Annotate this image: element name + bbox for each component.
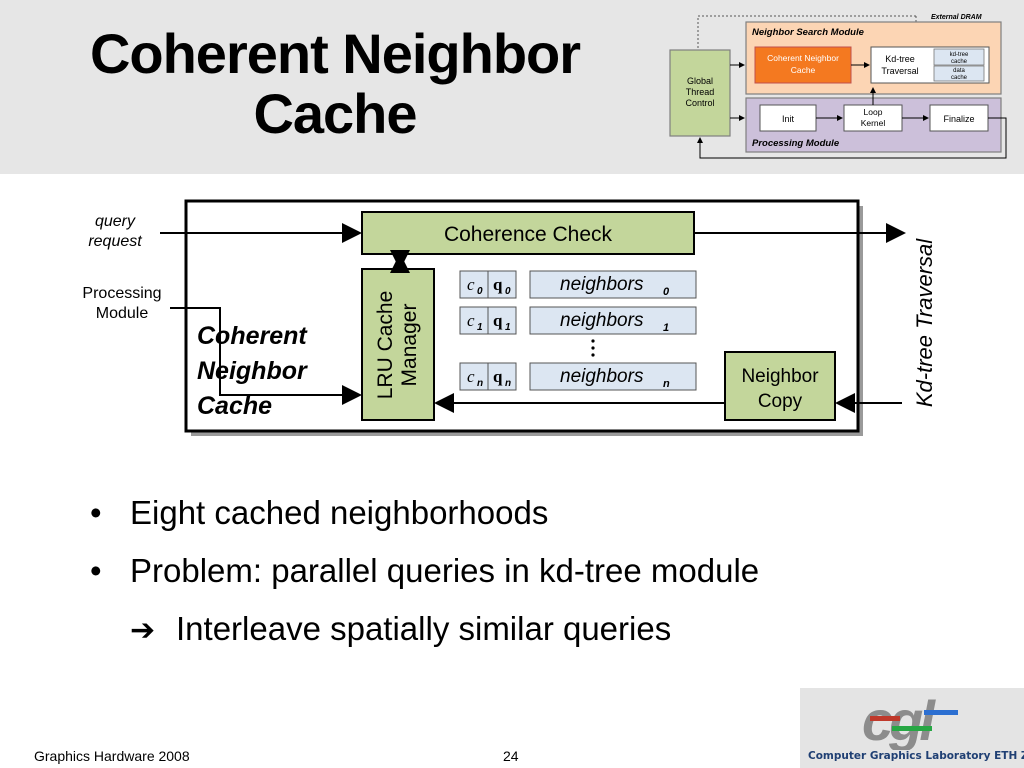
neighbor-copy-block [724, 351, 836, 421]
bullet-item: • Problem: parallel queries in kd-tree m… [90, 542, 970, 600]
lru-cache-manager-label-2: Manager [398, 304, 421, 387]
coherent-neighbor-cache-diagram: query request Processing Module Coherenc… [82, 199, 937, 436]
cache-row: c 0 q 0 neighbors 0 [459, 270, 697, 299]
q-label: q [493, 311, 503, 330]
init-label: Init [782, 114, 795, 124]
c-label: c [467, 367, 475, 386]
title-line-2: Cache [253, 82, 417, 145]
neighbors-subscript: 0 [663, 286, 670, 298]
q-subscript: 0 [505, 286, 511, 297]
c-subscript: 1 [477, 322, 483, 333]
logo-stripe-blue [924, 710, 958, 715]
query-request-label-1: query [95, 213, 136, 230]
c-label: c [467, 275, 475, 294]
cgl-logo-panel: cgl Computer Graphics Laboratory ETH Zur… [800, 688, 1024, 768]
logo-caption: Computer Graphics Laboratory ETH Zurich [808, 750, 1024, 762]
global-thread-control-label-1: Global [687, 76, 713, 86]
neighbor-search-module-label: Neighbor Search Module [752, 27, 865, 38]
neighbor-copy-label-2: Copy [758, 391, 803, 412]
coherent-neighbor-cache-label-1: Coherent Neighbor [767, 53, 839, 63]
bullet-marker: • [90, 552, 102, 589]
right-arrow-icon: ➔ [130, 614, 156, 647]
bullet-marker: • [90, 494, 102, 531]
neighbors-cell [529, 270, 697, 299]
coherent-neighbor-cache-block [754, 46, 852, 84]
processing-module-arrow [170, 307, 362, 405]
q-cell [487, 362, 517, 391]
c-subscript: n [477, 378, 483, 389]
q-subscript: 1 [505, 322, 511, 333]
c-subscript: 0 [477, 286, 483, 297]
sub-bullet-item: ➔ Interleave spatially similar queries [90, 600, 970, 660]
global-thread-control-label-3: Control [685, 98, 714, 108]
q-subscript: n [505, 378, 511, 389]
cache-title-line-1: Coherent [197, 322, 308, 350]
q-cell [487, 306, 517, 335]
title-line-1: Coherent Neighbor [89, 22, 581, 85]
neighbors-label: neighbors [560, 310, 644, 331]
finalize-block [929, 104, 989, 132]
kd-tree-traversal-label: Kd-tree Traversal [912, 238, 937, 407]
footer-conference: Graphics Hardware 2008 [34, 748, 190, 764]
kd-tree-traversal-label-1: Kd-tree [885, 54, 915, 64]
c-cell [459, 306, 489, 335]
external-dram-link [697, 15, 916, 48]
neighbor-copy-label-1: Neighbor [741, 366, 819, 387]
finalize-label: Finalize [943, 114, 974, 124]
cache-row: c 1 q 1 neighbors 1 [459, 306, 697, 335]
neighbors-label: neighbors [560, 366, 644, 387]
page-number: 24 [503, 748, 519, 764]
bullet-list: • Eight cached neighborhoods • Problem: … [90, 484, 970, 660]
architecture-overview-diagram: External DRAM Neighbor Search Module Coh… [669, 14, 1007, 159]
global-thread-control-label-2: Thread [686, 87, 715, 97]
processing-module-label-1: Processing [82, 285, 161, 302]
processing-module-label: Processing Module [752, 138, 840, 149]
kd-tree-cache-label-2: cache [951, 59, 968, 65]
neighbors-subscript: 1 [663, 322, 669, 334]
loop-kernel-label-2: Kernel [861, 118, 886, 128]
neighbors-cell [529, 362, 697, 391]
logo-stripe-red [870, 716, 900, 721]
data-cache-block [933, 65, 985, 82]
global-thread-control-block [669, 49, 731, 137]
data-cache-label-2: cache [951, 75, 968, 81]
c-cell [459, 362, 489, 391]
cache-title-line-3: Cache [197, 392, 272, 420]
slide-title: Coherent Neighbor Cache [20, 24, 650, 144]
lru-cache-manager-label-1: LRU Cache [374, 291, 397, 400]
cache-title-line-2: Neighbor [197, 357, 308, 385]
loop-kernel-label-1: Loop [864, 107, 883, 117]
bullet-text: Problem: parallel queries in kd-tree mod… [130, 552, 760, 589]
processing-module-label-2: Module [96, 305, 149, 322]
external-dram-label: External DRAM [931, 14, 982, 21]
data-cache-label-1: data [953, 68, 965, 74]
q-label: q [493, 367, 503, 386]
coherent-neighbor-cache-label-2: Cache [791, 65, 816, 75]
neighbors-label: neighbors [560, 274, 644, 295]
neighbors-cell [529, 306, 697, 335]
q-cell [487, 270, 517, 299]
coherence-check-block [361, 211, 695, 255]
logo-stripe-green [892, 726, 932, 731]
kd-tree-cache-block [933, 48, 985, 66]
lru-cache-manager-block [361, 268, 435, 421]
kd-tree-traversal-label-2: Traversal [881, 66, 918, 76]
bullet-item: • Eight cached neighborhoods [90, 484, 970, 542]
q-label: q [493, 275, 503, 294]
ellipsis-dots [591, 339, 595, 357]
c-label: c [467, 311, 475, 330]
c-cell [459, 270, 489, 299]
sub-bullet-text: Interleave spatially similar queries [176, 610, 672, 647]
neighbors-subscript: n [663, 378, 670, 390]
cgl-logo-icon: cgl [862, 689, 958, 752]
query-request-label-2: request [88, 233, 142, 250]
loop-kernel-block [843, 104, 903, 132]
kd-tree-cache-label-1: kd-tree [950, 52, 969, 58]
cache-row: c n q n neighbors n [459, 362, 697, 391]
coherence-check-label: Coherence Check [444, 223, 613, 246]
bullet-text: Eight cached neighborhoods [130, 494, 549, 531]
